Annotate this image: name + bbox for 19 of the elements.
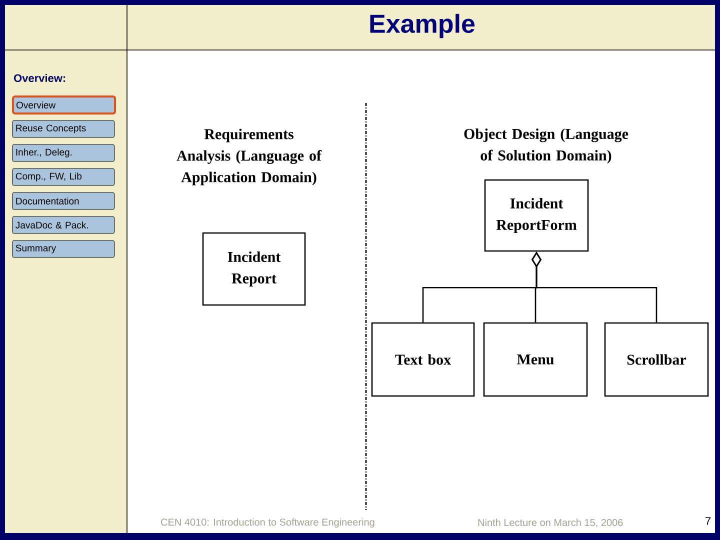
- class-box: Scrollbar: [604, 322, 709, 397]
- class-box: Menu: [483, 322, 588, 397]
- menu-button: Overview: [12, 96, 116, 114]
- section-heading: Overview:: [14, 74, 66, 82]
- footer-text: CEN 4010: Introduction to Software Engineering: [161, 518, 374, 528]
- class-box: Incident ReportForm: [484, 179, 589, 252]
- menu-button: Comp., FW, Lib: [12, 168, 115, 186]
- column-heading: Requirements Analysis (Language of Application Domain): [176, 128, 322, 186]
- menu-button: Summary: [12, 240, 115, 258]
- slide-title: Example: [370, 14, 475, 38]
- menu-button: Reuse Concepts: [12, 120, 115, 138]
- page-number: 7: [706, 517, 710, 525]
- column-heading: Object Design (Language of Solution Domain): [464, 128, 628, 164]
- menu-button: Inher., Deleg.: [12, 144, 115, 162]
- menu-button: Documentation: [12, 192, 115, 210]
- footer-text: Ninth Lecture on March 15, 2006: [478, 518, 623, 528]
- class-box: Text box: [371, 322, 475, 397]
- menu-button: JavaDoc & Pack.: [12, 216, 115, 234]
- class-box: Incident Report: [202, 232, 306, 306]
